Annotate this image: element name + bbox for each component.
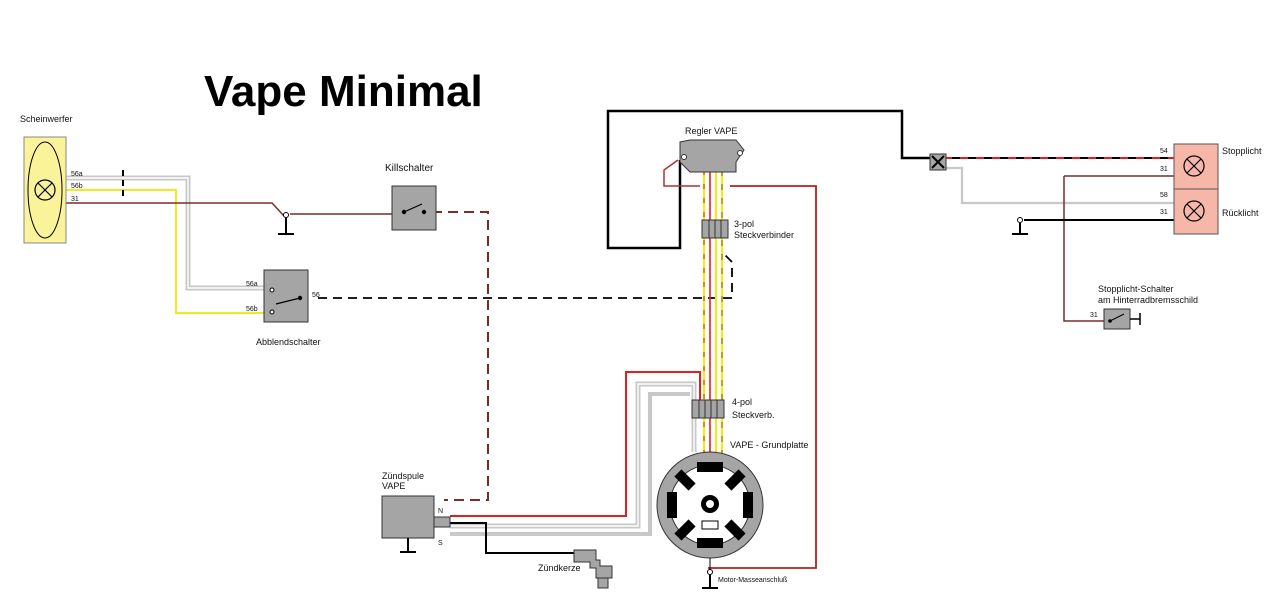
brake-light-switch [1103,308,1141,330]
junction-connector [929,153,947,171]
taillight-pin-54: 54 [1160,148,1168,155]
regulator [679,139,745,173]
headlight-label: Scheinwerfer [20,114,73,124]
brakeswitch-label-1: Stopplicht-Schalter [1098,284,1174,294]
bulb-icon [34,179,56,201]
diagram-title: Vape Minimal [204,67,483,116]
coil-label-2: VAPE [382,481,405,491]
connector-4pole [691,399,725,419]
spark-plug [573,549,613,589]
dimmer-label: Abblendschalter [256,337,321,347]
dimmer-pin-56b: 56b [246,306,258,313]
bulb-icon-stop [1183,155,1205,177]
brakeswitch-label-2: am Hinterradbremsschild [1098,295,1198,305]
headlight-pin-31: 31 [71,196,79,203]
regulator-label: Regler VAPE [685,126,737,136]
dimmer-pin-56a: 56a [246,281,258,288]
taillight [1173,143,1219,235]
motor-ground-label: Motor-Masseanschluß [718,577,787,584]
dimmer-pin-56: 56 [312,292,320,299]
sparkplug-label: Zündkerze [538,563,581,573]
ground-symbol-headlight [278,212,294,235]
stoplight-label: Stopplicht [1222,146,1262,156]
taillight-pin-31a: 31 [1160,166,1168,173]
taillight-pin-31b: 31 [1160,209,1168,216]
wires [66,109,1174,569]
ground-symbol-rear [1012,217,1028,235]
brakeswitch-pin-31: 31 [1090,312,1098,319]
ground-symbol-motor [702,558,718,589]
headlight [23,136,67,244]
killswitch [391,185,437,231]
connector-3pole [701,219,729,239]
connector3-label-1: 3-pol [734,219,754,229]
baseplate-label: VAPE - Grundplatte [730,440,808,450]
coil-pin-s: S [438,540,443,547]
dimmer-switch [263,269,309,323]
bulb-icon-rear [1183,200,1205,222]
connector4-label-1: 4-pol [732,397,752,407]
headlight-pin-56a: 56a [71,171,83,178]
coil-label-1: Zündspule [382,471,424,481]
headlight-pin-56b: 56b [71,183,83,190]
taillight-pin-58: 58 [1160,192,1168,199]
coil-pin-n: N [438,508,443,515]
connector4-label-2: Steckverb. [732,410,775,420]
connector3-label-2: Steckverbinder [734,230,794,240]
baseplate [656,451,764,559]
rearlight-label: Rücklicht [1222,208,1259,218]
killswitch-label: Killschalter [385,163,434,174]
ignition-coil [381,495,451,553]
